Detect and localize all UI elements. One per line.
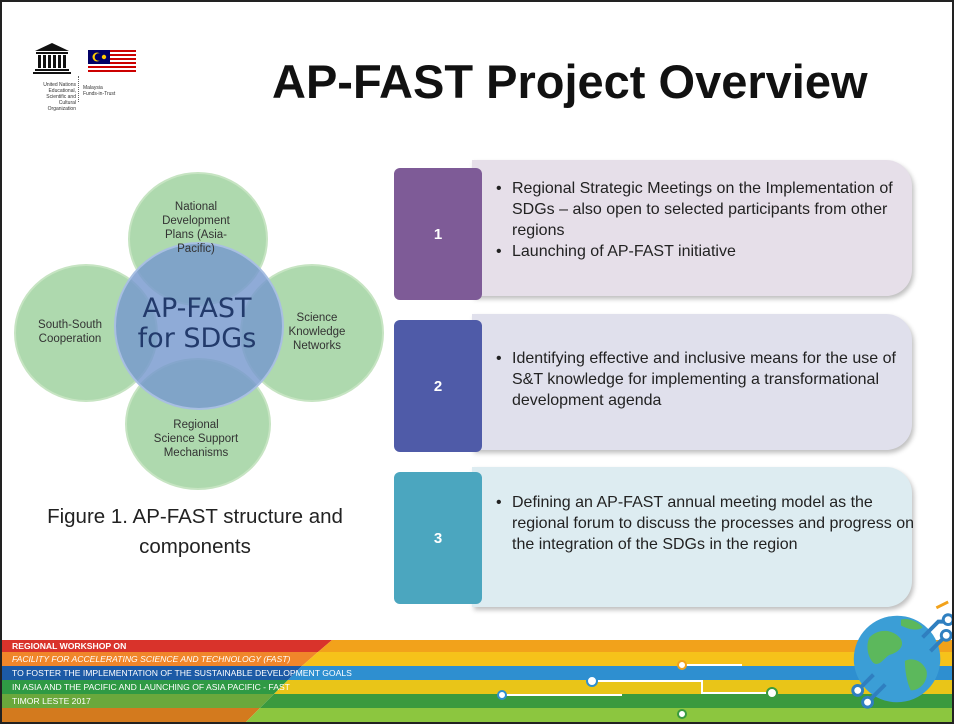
footer-banner: REGIONAL WORKSHOP ON FACILITY FOR ACCELE… xyxy=(2,640,952,722)
unesco-temple-icon xyxy=(33,43,71,74)
step-2-bullets: Identifying effective and inclusive mean… xyxy=(492,348,917,411)
figure-caption: Figure 1. AP-FAST structure and componen… xyxy=(30,502,360,562)
malaysia-flag-icon xyxy=(88,50,136,74)
org-name-line1: United Nations xyxy=(43,82,76,88)
country-name-line1: Malaysia xyxy=(83,85,103,91)
step-2-number: 2 xyxy=(394,320,482,452)
step-1-number: 1 xyxy=(394,168,482,300)
step-3-number: 3 xyxy=(394,472,482,604)
unesco-malaysia-logo: United Nations Educational, Scientific a… xyxy=(30,42,170,112)
figure-caption-line2: components xyxy=(139,535,251,558)
step-1-bullet-2: Launching of AP-FAST initiative xyxy=(496,241,917,262)
globe-circuit-icon xyxy=(851,600,952,709)
step-2-bullet-1: Identifying effective and inclusive mean… xyxy=(496,348,917,411)
logo-divider xyxy=(78,76,80,102)
step-1-bullet-1: Regional Strategic Meetings on the Imple… xyxy=(496,178,917,241)
footer-stripes xyxy=(2,640,952,722)
circle-center xyxy=(114,242,284,410)
footer-line3: TO FOSTER THE IMPLEMENTATION OF THE SUST… xyxy=(12,668,352,678)
step-1-bullets: Regional Strategic Meetings on the Imple… xyxy=(492,178,917,262)
org-name-line2: Educational, Scientific and xyxy=(46,88,76,100)
step-3-bullets: Defining an AP-FAST annual meeting model… xyxy=(492,492,917,555)
footer-line2: FACILITY FOR ACCELERATING SCIENCE AND TE… xyxy=(12,654,291,664)
org-name-line3: Cultural Organization xyxy=(47,100,76,112)
footer-line5: TIMOR LESTE 2017 xyxy=(12,696,91,706)
footer-line4: IN ASIA AND THE PACIFIC AND LAUNCHING OF… xyxy=(12,682,290,692)
footer-line1: REGIONAL WORKSHOP ON xyxy=(12,641,127,651)
figure-caption-line1: Figure 1. AP-FAST structure and xyxy=(47,505,343,528)
step-3-bullet-1: Defining an AP-FAST annual meeting model… xyxy=(496,492,917,555)
country-name-line2: Funds-in-Trust xyxy=(83,91,116,97)
slide-title: AP-FAST Project Overview xyxy=(272,55,868,108)
